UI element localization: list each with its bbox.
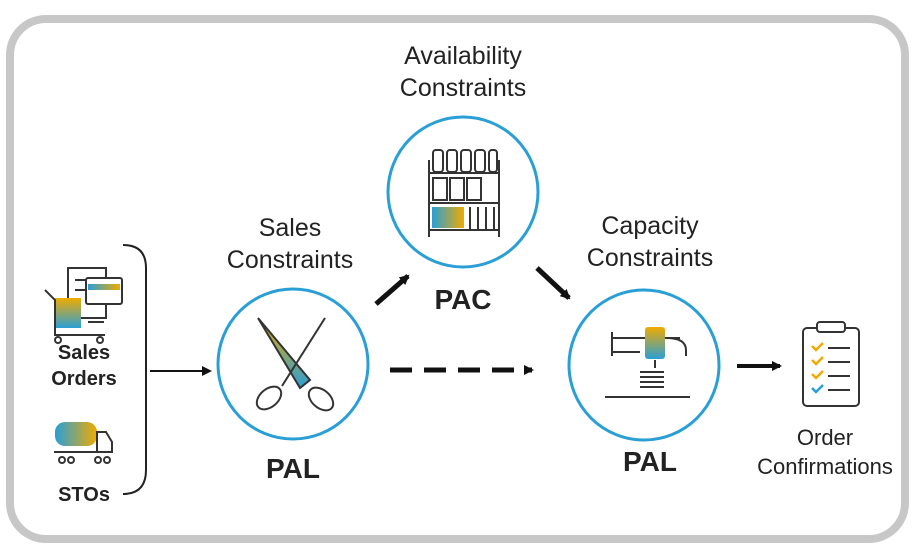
production-machine-icon — [605, 327, 690, 398]
sales-heading-line1: Sales — [258, 214, 322, 242]
sales-orders-label: Sales Orders — [44, 340, 124, 392]
output-line2: Confirmations — [757, 454, 893, 479]
capacity-heading-line1: Capacity — [601, 212, 699, 240]
warehouse-shelf-icon — [428, 149, 500, 237]
arrow-availability-to-capacity — [535, 266, 571, 300]
arrow-sales-to-availability — [374, 274, 410, 306]
capacity-constraints-heading: Capacity Constraints — [550, 210, 750, 274]
sales-orders-line1: Sales — [57, 342, 111, 364]
order-confirmations-label: Order Confirmations — [740, 423, 910, 481]
capacity-node-circle — [567, 288, 721, 442]
sales-node-tag: PAL — [266, 453, 320, 484]
input-bracket — [122, 244, 147, 495]
output-line1: Order — [796, 425, 854, 450]
capacity-node-tag: PAL — [623, 446, 677, 477]
checklist-clipboard-icon — [802, 321, 860, 407]
scissors-icon — [255, 317, 335, 412]
sales-orders-line2: Orders — [51, 368, 117, 390]
diagram-frame — [6, 15, 909, 543]
sales-heading-line2: Constraints — [226, 246, 354, 274]
capacity-heading-line2: Constraints — [586, 244, 714, 272]
stos-label: STOs — [58, 484, 110, 506]
availability-constraints-heading: Availability Constraints — [363, 40, 563, 104]
availability-heading-line2: Constraints — [399, 74, 527, 102]
availability-heading-line1: Availability — [404, 42, 522, 70]
tanker-truck-icon — [54, 422, 113, 464]
availability-node-tag: PAC — [434, 284, 492, 315]
sales-constraints-heading: Sales Constraints — [200, 212, 380, 276]
sales-order-cart-icon — [44, 267, 123, 344]
